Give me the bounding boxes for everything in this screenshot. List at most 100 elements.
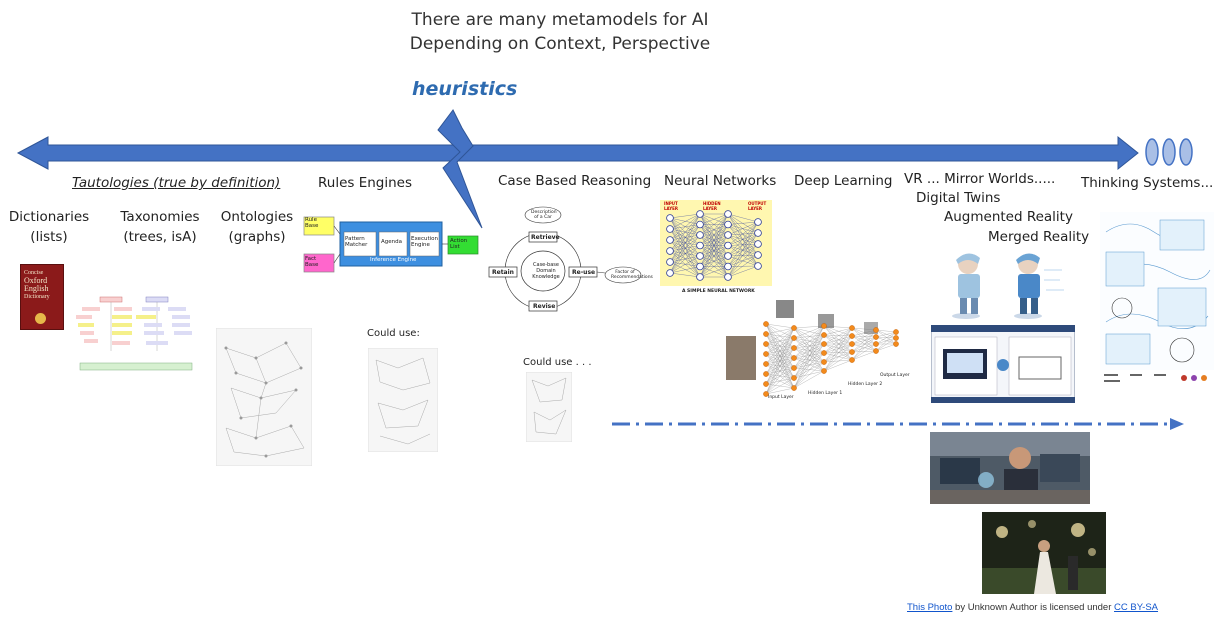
network-edge [793, 361, 825, 389]
network-node [696, 210, 704, 218]
network-node [724, 231, 732, 239]
network-node [754, 218, 762, 226]
ontologies-label: Ontologies (graphs) [218, 207, 296, 247]
network-edge [851, 327, 877, 338]
cbr-knowledge-node: Case-base Domain Knowledge [532, 262, 560, 280]
network-edge [669, 250, 701, 278]
network-edge [669, 255, 701, 274]
network-node [754, 229, 762, 237]
network-edge [669, 224, 701, 274]
title-line-2: Depending on Context, Perspective [409, 34, 711, 54]
rules-engines-label: Rules Engines [318, 175, 413, 191]
network-edge [793, 352, 825, 389]
network-edge [669, 217, 701, 257]
network-edge [793, 325, 825, 329]
network-node [791, 385, 797, 391]
title-line-1: There are many metamodels for AI [411, 10, 709, 30]
dict-line4: Dictionary [24, 294, 50, 300]
network-edge [669, 245, 701, 263]
lightning-bolt [437, 109, 483, 229]
network-edge [765, 327, 795, 355]
network-edge [765, 357, 795, 395]
network-edge [793, 343, 825, 369]
network-edge [823, 352, 853, 361]
network-node [791, 355, 797, 361]
network-edge [793, 334, 825, 369]
network-node [724, 273, 732, 281]
network-edge [669, 213, 701, 274]
network-node [821, 323, 827, 329]
network-edge [669, 217, 701, 246]
network-edge [793, 343, 825, 379]
network-node [821, 332, 827, 338]
taxonomies-label: Taxonomies (trees, isA) [118, 207, 202, 247]
network-edge [727, 243, 759, 246]
network-edge [669, 217, 701, 225]
network-edge [669, 228, 701, 236]
network-edge [851, 327, 877, 352]
network-edge [793, 357, 825, 372]
network-edge [875, 331, 897, 338]
network-edge [823, 343, 853, 354]
network-edge [793, 337, 825, 345]
network-edge [765, 367, 795, 395]
network-edge [765, 377, 795, 395]
tautologies-label: Tautologies (true by definition) [72, 175, 281, 191]
network-edge [699, 213, 729, 225]
network-edge [765, 387, 795, 395]
network-edge [851, 336, 877, 361]
network-node [763, 351, 769, 357]
network-edge [669, 239, 701, 257]
taxonomies-line2: (trees, isA) [123, 229, 197, 245]
network-edge [727, 265, 759, 267]
dl-output-layer-label: Output Layer [880, 373, 910, 378]
network-edge [851, 350, 877, 361]
network-edge [823, 343, 853, 363]
network-edge [793, 327, 825, 336]
network-edge [699, 245, 729, 278]
network-edge [875, 329, 897, 333]
network-edge [793, 352, 825, 359]
oxford-dictionary-image: Concise Oxford English Dictionary [20, 264, 64, 330]
network-node [873, 327, 879, 333]
network-edge [793, 325, 825, 359]
network-edge [699, 213, 729, 278]
network-edge [851, 329, 877, 353]
inference-engine-label: Inference Engine [370, 257, 417, 263]
network-node [696, 241, 704, 250]
network-node [754, 251, 762, 259]
network-edge [669, 261, 701, 278]
network-node [724, 220, 732, 229]
network-edge [875, 337, 897, 345]
network-edge [727, 213, 759, 234]
taxonomies-line1: Taxonomies [120, 209, 200, 225]
network-edge [669, 245, 701, 252]
network-edge [727, 243, 759, 257]
network-edge [793, 347, 825, 372]
network-edge [823, 334, 853, 361]
network-edge [727, 213, 759, 245]
network-edge [793, 327, 825, 372]
action-list-box: Action List [450, 238, 468, 250]
network-edge [669, 239, 701, 267]
network-node [754, 262, 762, 270]
network-edge [727, 245, 759, 256]
network-edge [669, 213, 701, 263]
attribution-photo-link[interactable]: This Photo [907, 602, 953, 613]
network-node [821, 359, 827, 365]
network-node [763, 321, 769, 327]
network-edge [823, 334, 853, 345]
network-edge [823, 343, 853, 372]
nn-input-layer-label: INPUT LAYER [664, 201, 678, 211]
network-edge [823, 327, 853, 345]
network-node [696, 262, 704, 271]
attribution-license-link[interactable]: CC BY-SA [1114, 602, 1159, 613]
network-edge [699, 213, 729, 246]
network-edge [823, 335, 853, 363]
network-node [849, 333, 855, 339]
network-node [724, 210, 732, 218]
cbr-retain-node: Retain [492, 269, 514, 276]
network-node [849, 357, 855, 363]
network-edge [875, 336, 897, 345]
thinking-systems-image [1100, 212, 1214, 402]
